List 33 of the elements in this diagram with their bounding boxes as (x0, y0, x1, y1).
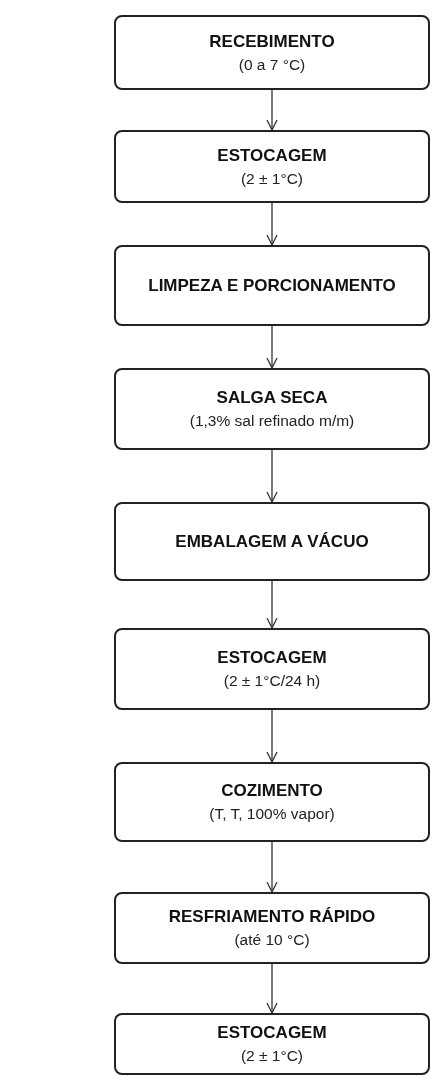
arrow (266, 325, 278, 369)
step-title: SALGA SECA (216, 388, 328, 408)
step-condition: (2 ± 1°C/24 h) (223, 672, 321, 690)
step-condition: (2 ± 1°C) (240, 169, 304, 188)
step-condition: (2 ± 1°C) (240, 1047, 304, 1065)
step-title: ESTOCAGEM (217, 1023, 327, 1043)
step-title: RESFRIAMENTO RÁPIDO (168, 907, 376, 927)
process-box (114, 130, 430, 203)
process-box (114, 15, 430, 90)
process-box (114, 628, 430, 710)
process-box (114, 892, 430, 964)
step-title: RECEBIMENTO (209, 31, 335, 52)
step-title: LIMPEZA E PORCIONAMENTO (148, 275, 396, 296)
process-box (114, 1013, 430, 1075)
step-title: COZIMENTO (221, 781, 323, 801)
arrow (266, 841, 278, 893)
process-box (114, 245, 430, 326)
process-box (114, 368, 430, 450)
step-title: ESTOCAGEM (217, 145, 327, 166)
arrow (266, 449, 278, 503)
arrow (266, 580, 278, 629)
step-title: ESTOCAGEM (217, 648, 327, 668)
arrow (266, 202, 278, 246)
arrow (266, 89, 278, 131)
step-title: EMBALAGEM A VÁCUO (175, 531, 369, 552)
process-box (114, 762, 430, 842)
step-condition: (1,3% sal refinado m/m) (189, 412, 355, 430)
arrow (266, 963, 278, 1014)
step-condition: (T, T, 100% vapor) (209, 805, 335, 823)
process-box (114, 502, 430, 581)
step-condition: (0 a 7 °C) (238, 55, 306, 74)
arrow (266, 709, 278, 763)
step-condition: (até 10 °C) (234, 931, 310, 949)
